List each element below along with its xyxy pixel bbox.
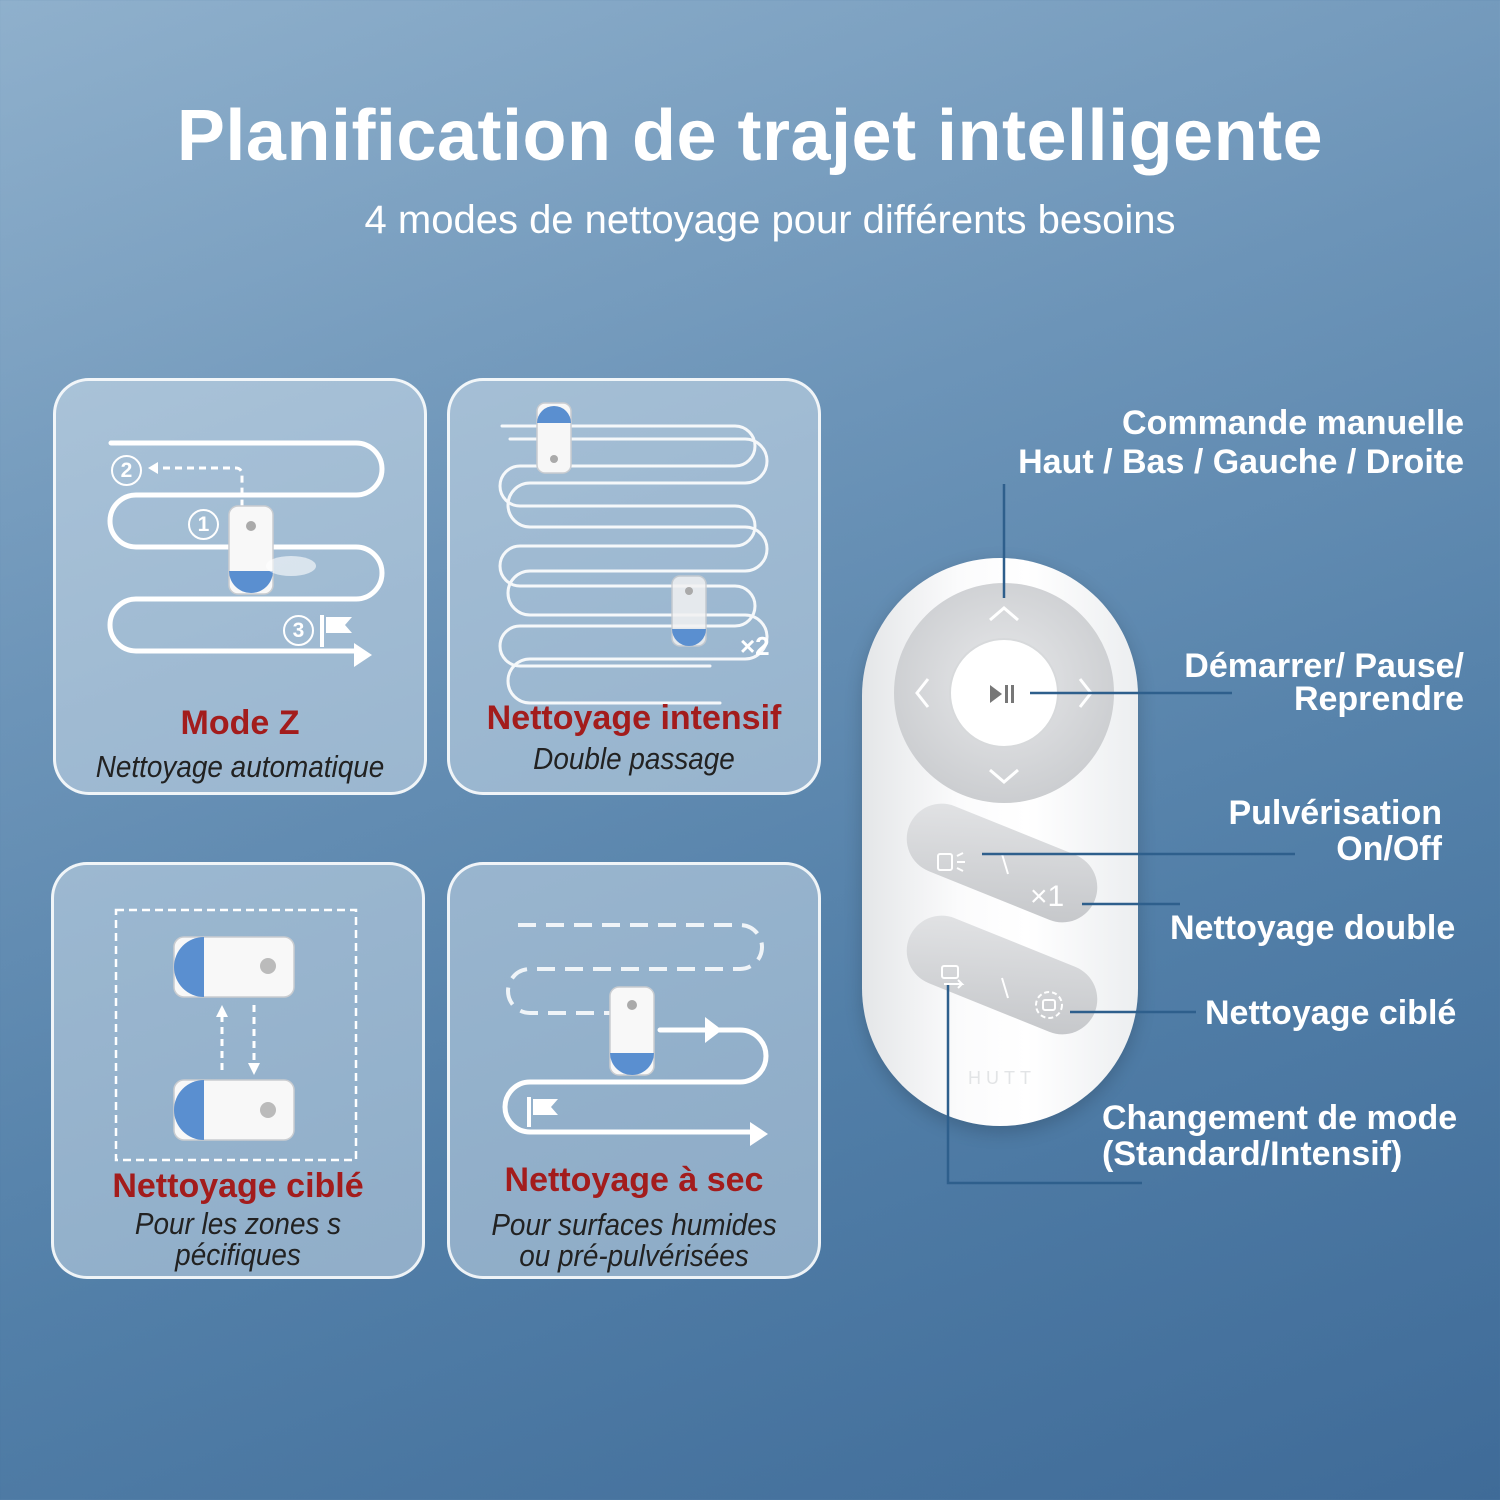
chevron-left-icon xyxy=(915,678,930,708)
spray-icon xyxy=(937,852,965,872)
mode-dry-title: Nettoyage à sec xyxy=(504,1161,764,1199)
callout-manual: Commande manuelle Haut / Bas / Gauche / … xyxy=(1018,405,1464,480)
mode-intensive-subtitle: Double passage xyxy=(533,741,735,776)
mode-dry-subtitle-line1: Pour surfaces humides xyxy=(491,1207,777,1242)
remote-brand-logo: HUTT xyxy=(968,1068,1036,1088)
callout-mode-line1: Changement de mode xyxy=(1102,1099,1458,1137)
chevron-up-icon xyxy=(989,606,1019,622)
callout-spray-line2: On/Off xyxy=(1336,830,1442,868)
callout-spray-line1: Pulvérisation xyxy=(1228,794,1442,832)
mode-z-title: Mode Z xyxy=(180,704,300,742)
dry-path-illustration xyxy=(502,923,769,1146)
mode-card-z: 2 1 3 Mode Z Nettoyage automatique xyxy=(53,378,427,795)
callout-manual-line2: Haut / Bas / Gauche / Droite xyxy=(1018,443,1464,481)
mode-targeted-title: Nettoyage ciblé xyxy=(112,1167,364,1205)
targeted-illustration xyxy=(114,908,358,1162)
step-2-badge: 2 xyxy=(111,455,142,486)
z-path-illustration xyxy=(107,440,385,667)
callout-start-line2: Reprendre xyxy=(1293,680,1464,718)
page-subtitle: 4 modes de nettoyage pour différents bes… xyxy=(364,198,1176,242)
flag-icon xyxy=(527,1097,531,1127)
mode-targeted-subtitle-line1: Pour les zones s xyxy=(134,1206,342,1241)
callout-double: Nettoyage double xyxy=(1170,909,1456,947)
mode-card-targeted: Nettoyage ciblé Pour les zones s pécifiq… xyxy=(51,862,425,1279)
mode-targeted-subtitle-line2: pécifiques xyxy=(175,1237,301,1272)
callout-manual-line1: Commande manuelle xyxy=(1122,404,1464,442)
step-1-badge: 1 xyxy=(188,509,219,540)
callout-targeted: Nettoyage ciblé xyxy=(1205,994,1457,1032)
remote-buttons xyxy=(894,583,1114,1035)
mode-target-button xyxy=(906,915,1098,1035)
callout-start-line1: Démarrer/ Pause/ xyxy=(1184,647,1464,685)
double-path-illustration xyxy=(498,402,769,705)
callout-start: Démarrer/ Pause/ Reprendre xyxy=(1184,647,1464,718)
mode-card-intensive: ×2 Nettoyage intensif Double passage xyxy=(447,378,821,795)
mode-z-subtitle: Nettoyage automatique xyxy=(95,749,385,784)
chevron-down-icon xyxy=(989,768,1019,784)
mode-dry-subtitle-line2: ou pré-pulvérisées xyxy=(519,1238,749,1273)
mode-card-dry: Nettoyage à sec Pour surfaces humides ou… xyxy=(447,862,821,1279)
callout-mode: Changement de mode (Standard/Intensif) xyxy=(1102,1100,1457,1172)
play-pause-icon xyxy=(990,685,1014,703)
step-3-badge: 3 xyxy=(283,615,314,646)
spray-double-button xyxy=(906,803,1098,923)
mode-intensive-title: Nettoyage intensif xyxy=(486,699,782,737)
remote-x1-label: ×1 xyxy=(1030,880,1065,913)
callout-spray: Pulvérisation On/Off xyxy=(1228,795,1442,867)
page-title: Planification de trajet intelligente xyxy=(176,96,1324,176)
callout-mode-line2: (Standard/Intensif) xyxy=(1102,1135,1403,1173)
double-pass-badge: ×2 xyxy=(740,631,770,661)
